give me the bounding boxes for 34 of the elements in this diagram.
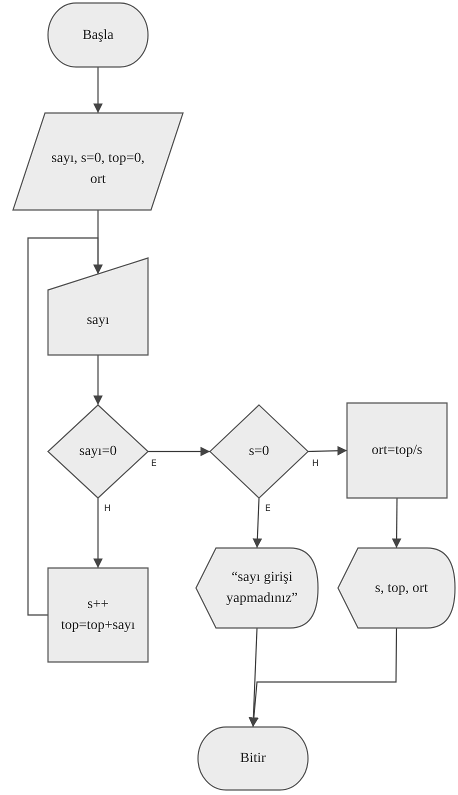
arrow [249, 628, 398, 728]
arrow [93, 355, 103, 405]
terminal-shape [48, 3, 148, 67]
display-shape [338, 548, 455, 628]
node-label: s=0 [248, 443, 270, 461]
node-label: Başla [82, 26, 114, 44]
display-shape [196, 548, 318, 628]
arrow [392, 498, 402, 548]
node-label: Bitir [240, 750, 266, 768]
decision-diamond [48, 405, 148, 498]
process-box [48, 568, 148, 662]
arrow [27, 237, 103, 616]
manual-input-shape [48, 258, 148, 355]
edge-label: H [311, 460, 320, 469]
terminal-shape [198, 727, 308, 790]
arrow [93, 67, 103, 113]
arrow [252, 498, 262, 548]
node-label: ort=top/s [372, 442, 422, 460]
node-label: s, top, ort [375, 580, 428, 598]
node-label: s++ top=top+sayı [60, 596, 136, 635]
arrow [93, 498, 103, 568]
node-label: “sayı girişi yapmadınız” [225, 569, 299, 608]
input-parallelogram [13, 113, 183, 210]
node-label: sayı [86, 312, 110, 330]
edge-label: E [150, 460, 158, 469]
node-label: sayı=0 [79, 443, 117, 461]
edge-label: H [103, 505, 112, 514]
arrow [148, 446, 210, 456]
arrow [248, 628, 258, 728]
arrow [308, 446, 348, 456]
process-box [347, 403, 447, 498]
decision-diamond [210, 405, 308, 498]
node-label: sayı, s=0, top=0, ort [50, 150, 146, 188]
edge-label: E [264, 505, 272, 514]
